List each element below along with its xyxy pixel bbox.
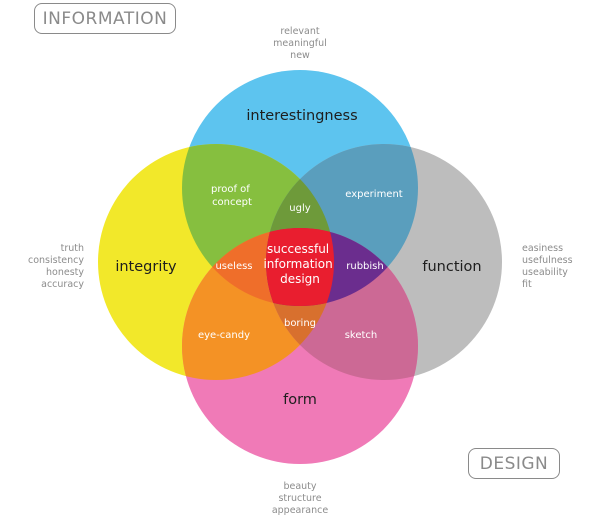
ugly-label: ugly [289,203,310,214]
descriptor-item: useability [522,267,568,278]
descriptor-item: structure [278,493,322,504]
rubbish-label: rubbish [346,261,383,272]
descriptor-item: relevant [280,26,320,37]
proof-of-concept-line-2: concept [212,197,252,208]
descriptor-item: truth [60,243,84,254]
center-line-2: information [263,257,332,271]
design-label: DESIGN [479,453,549,474]
overlap-rubbish [266,228,418,306]
design-box: DESIGN [468,448,560,479]
descriptor-item: new [290,50,310,61]
descriptor-item: easiness [522,243,564,254]
experiment-label: experiment [345,189,403,200]
proof-of-concept-line-1: proof of [211,184,250,195]
integrity-descriptors: truth consistency honesty accuracy [4,243,84,291]
function-descriptors: easiness usefulness useability fit [522,243,600,291]
descriptor-item: accuracy [41,279,84,290]
useless-label: useless [215,261,252,272]
descriptor-item: beauty [283,481,317,492]
integrity-label: integrity [115,259,177,275]
boring-label: boring [284,318,316,329]
form-label: form [283,392,317,408]
descriptor-item: consistency [27,255,84,266]
interestingness-descriptors: relevant meaningful new [250,26,350,62]
overlap-proof-of-concept [182,144,334,306]
descriptor-item: usefulness [522,255,573,266]
sketch-label: sketch [345,330,378,341]
overlap-experiment [266,144,418,306]
center-label: successful information design [263,242,336,286]
proof-of-concept-label: proof of concept [211,184,253,208]
interestingness-label: interestingness [246,108,357,124]
center-line-1: successful [267,242,329,256]
center-line-3: design [280,272,320,286]
descriptor-item: meaningful [273,38,327,49]
descriptor-item: honesty [46,267,84,278]
form-descriptors: beauty structure appearance [250,481,350,517]
descriptor-item: appearance [271,505,329,516]
information-label: INFORMATION [42,8,168,29]
overlap-useless [182,228,334,306]
information-box: INFORMATION [34,3,176,34]
eye-candy-label: eye-candy [198,330,250,341]
function-label: function [422,259,481,275]
descriptor-item: fit [522,279,532,290]
